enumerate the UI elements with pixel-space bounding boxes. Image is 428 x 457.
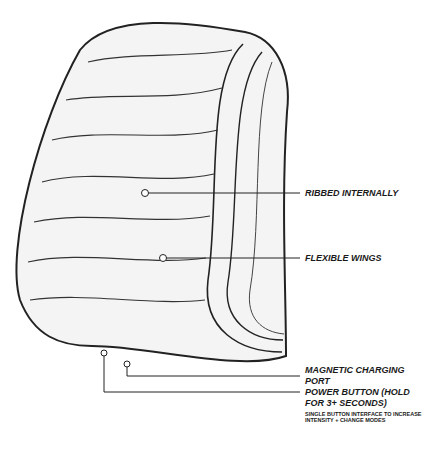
wing-inner: [227, 52, 283, 340]
internal-ribs: [28, 50, 232, 302]
callout-label: FLEXIBLE WINGS: [305, 253, 425, 264]
device-outline: [16, 23, 287, 361]
wing-outer: [207, 44, 282, 352]
wing-edge: [249, 62, 284, 334]
leader-lines: [101, 190, 300, 393]
note-text: SINGLE BUTTON INTERFACE TO INCREASE INTE…: [305, 411, 425, 424]
callout-label: MAGNETIC CHARGING PORT: [305, 365, 425, 387]
callout-label: RIBBED INTERNALLY: [305, 188, 425, 199]
callout-label: POWER BUTTON (HOLD FOR 3+ SECONDS): [305, 387, 425, 409]
